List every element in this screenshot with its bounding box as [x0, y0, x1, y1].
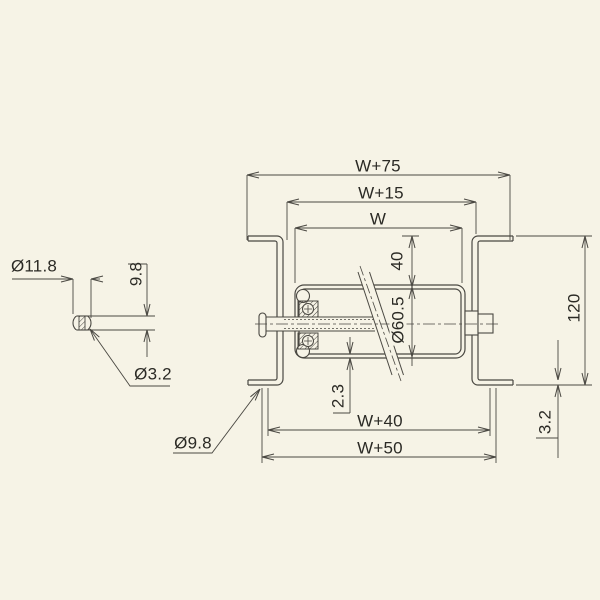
dim-label-shaft-flats: 9.8 — [126, 261, 146, 287]
dim-label-frame-height: 120 — [564, 293, 584, 323]
shaft-end-detail — [71, 311, 93, 335]
dim-label-shaft-end-diameter: Ø11.8 — [10, 256, 58, 276]
dim-label-mount-hole: Ø9.8 — [174, 433, 212, 453]
dim-label-width-inner: W+15 — [358, 183, 404, 203]
bearing-assembly — [295, 288, 319, 359]
leader-mount-hole — [173, 389, 260, 454]
detail-dimensions — [12, 263, 170, 387]
dim-label-width-w50: W+50 — [357, 438, 403, 458]
dimension-lines — [173, 175, 592, 463]
dim-label-width-w40: W+40 — [357, 411, 403, 431]
dim-label-top-clearance: 40 — [387, 251, 407, 271]
shaft-nut — [477, 313, 494, 334]
leader-pin-diameter — [90, 329, 170, 387]
dim-label-roller-diameter: Ø60.5 — [388, 294, 408, 346]
dim-label-width-overall: W+75 — [355, 156, 401, 176]
pin-cross-section — [78, 315, 86, 331]
dim-label-pin-diameter: Ø3.2 — [134, 364, 172, 384]
shaft-spring-pin — [258, 312, 267, 338]
dim-label-flange-thickness: 3.2 — [535, 409, 555, 435]
right-stub-shaft — [464, 310, 494, 336]
left-frame-rail — [247, 235, 284, 386]
dim-label-tube-wall: 2.3 — [328, 383, 348, 409]
dim-label-roller-width: W — [369, 209, 387, 229]
